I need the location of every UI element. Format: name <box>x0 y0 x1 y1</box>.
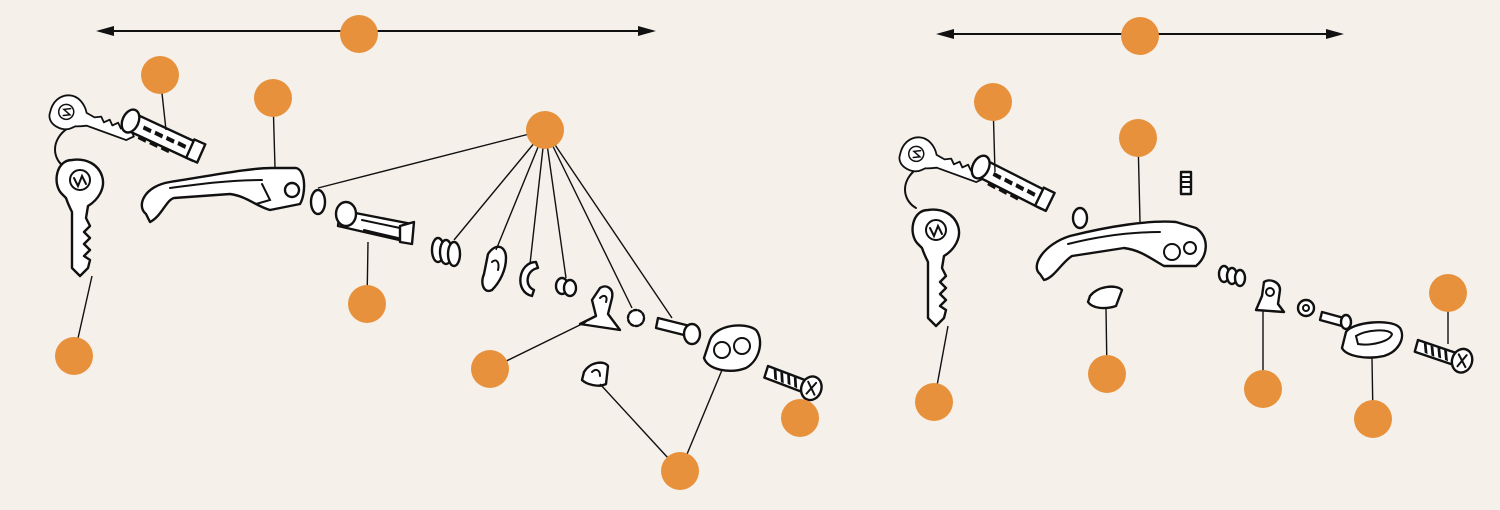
right-screw <box>1318 310 1353 331</box>
right-spring <box>1217 264 1247 288</box>
right-handle-assembly <box>894 17 1478 438</box>
right-lever <box>1254 279 1286 314</box>
left-clip-plate <box>481 245 508 293</box>
callout-marker <box>55 337 93 375</box>
callout-marker <box>661 452 699 490</box>
left-star-washer <box>626 308 646 328</box>
left-trim-gasket <box>702 324 762 372</box>
right-callouts <box>915 17 1467 438</box>
callout-marker <box>1354 400 1392 438</box>
left-lower-key <box>55 158 105 278</box>
left-lock-barrel <box>334 200 416 246</box>
callout-marker <box>340 15 378 53</box>
right-washer <box>1296 298 1316 318</box>
left-small-spring <box>554 276 578 298</box>
callout-marker <box>1121 17 1159 55</box>
callout-marker <box>471 350 509 388</box>
callout-marker <box>974 83 1012 121</box>
right-gasket <box>1086 285 1124 310</box>
right-trim-gasket <box>1340 321 1404 359</box>
right-o-ring <box>1071 206 1089 230</box>
callout-marker <box>526 111 564 149</box>
left-cam-lever <box>578 285 622 332</box>
left-grommet <box>580 361 610 387</box>
callout-marker <box>1119 119 1157 157</box>
left-handle-assembly <box>44 15 827 490</box>
right-lower-key <box>911 208 961 328</box>
callout-marker <box>348 285 386 323</box>
left-handle <box>140 166 306 224</box>
callout-marker <box>1088 355 1126 393</box>
callout-marker <box>254 79 292 117</box>
callout-marker <box>1429 274 1467 312</box>
right-stud-bolt <box>1411 338 1478 377</box>
left-screw <box>654 316 702 346</box>
left-callouts <box>55 15 819 490</box>
right-grub-screw <box>1179 170 1193 196</box>
left-spring <box>430 236 462 268</box>
left-o-ring <box>309 188 327 216</box>
callout-marker <box>781 399 819 437</box>
callout-marker <box>1244 370 1282 408</box>
key-ring <box>904 167 919 209</box>
left-c-clip <box>519 260 540 298</box>
callout-marker <box>141 56 179 94</box>
right-handle <box>1035 220 1207 282</box>
left-stud-bolt <box>760 364 827 405</box>
callout-marker <box>915 383 953 421</box>
